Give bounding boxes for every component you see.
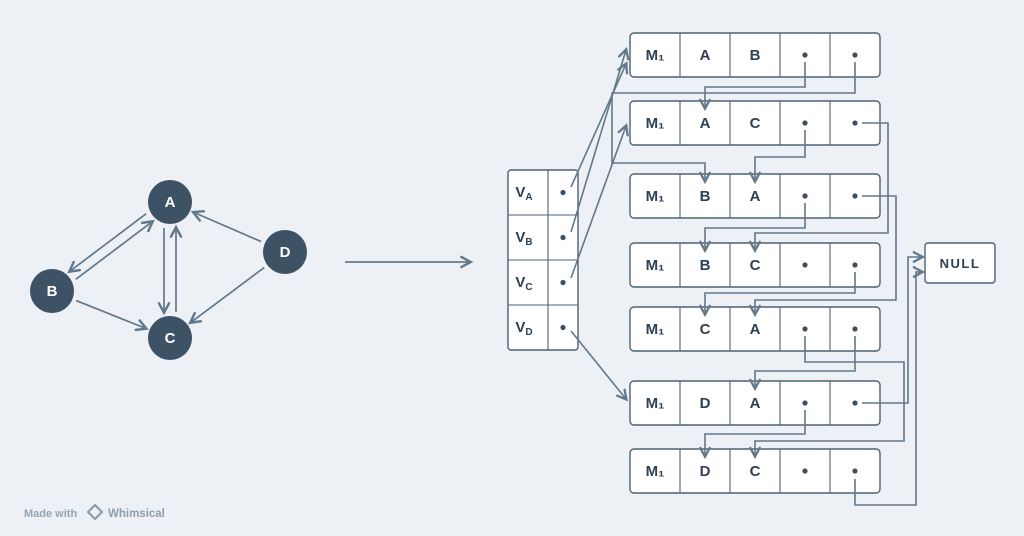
pointer-arrow-r3p1-r4 [699, 203, 806, 254]
edge-node-label: M₁ [646, 395, 665, 412]
edge-node-v1: D [700, 395, 711, 412]
edge-node-v1: B [700, 188, 711, 205]
chain-pointer-arrows [611, 62, 926, 506]
edge-node-label: M₁ [646, 321, 665, 338]
null-label: NULL [940, 256, 981, 271]
pointer-arrow-r2p2-r4 [749, 122, 889, 254]
pointer-dot [560, 324, 566, 331]
graph-node-c-label: C [165, 330, 176, 347]
pointer-dot [852, 326, 858, 332]
watermark-prefix: Made with [24, 508, 77, 520]
pointer-dot [802, 262, 808, 268]
edge-node-label: M₁ [646, 257, 665, 274]
edge-node-row: M₁ A B [629, 32, 881, 78]
pointer-arrow-r6p2-null [862, 251, 926, 404]
vertex-label-vc: VC [515, 274, 532, 293]
edge-node-v2: C [750, 257, 761, 274]
graph-edges [67, 209, 265, 332]
whimsical-logo-icon [86, 503, 104, 521]
graph-node-d-label: D [280, 244, 291, 261]
edge-node-v2: C [750, 115, 761, 132]
pointer-dot [802, 52, 808, 58]
pointer-dot [852, 120, 858, 126]
pointer-arrow-r7p2-null [854, 266, 926, 506]
edge-d-to-a [190, 209, 262, 243]
graph-node-c [148, 316, 192, 360]
edge-node-row: M₁ B A [629, 173, 881, 219]
pointer-dot [560, 189, 566, 196]
graph-nodes: A B C D [30, 180, 307, 360]
pointer-dot [852, 262, 858, 268]
pointer-arrow-vc-row2 [570, 123, 629, 279]
edge-node-v1: B [700, 257, 711, 274]
graph-node-a-label: A [165, 194, 176, 211]
edge-node-label: M₁ [646, 463, 665, 480]
pointer-dot [852, 400, 858, 406]
edge-node-v2: A [750, 395, 761, 412]
edge-b-to-c [75, 299, 149, 332]
pointer-arrow-r3p2-r5 [749, 195, 897, 318]
pointer-arrow-r5p2-r6 [749, 336, 856, 392]
pointer-arrow-r1p2-r3 [611, 62, 856, 185]
pointer-dot [802, 326, 808, 332]
edge-node-v2: A [750, 321, 761, 338]
edge-node-label: M₁ [646, 188, 665, 205]
pointer-dot [852, 193, 858, 199]
graph-node-b [30, 269, 74, 313]
pointer-dot [852, 52, 858, 58]
watermark: Made with Whimsical [24, 503, 165, 521]
edge-node-v1: D [700, 463, 711, 480]
graph-node-b-label: B [47, 283, 58, 300]
graph-node-d [263, 230, 307, 274]
vertex-table-dividers [508, 170, 578, 350]
edge-node-v1: A [700, 47, 711, 64]
pointer-arrow-r2p1-r3 [749, 130, 806, 185]
edge-node-row: M₁ A C [629, 100, 881, 146]
edge-node-v2: B [750, 47, 761, 64]
edge-node-label: M₁ [646, 115, 665, 132]
pointer-arrow-vb-row1 [570, 47, 630, 233]
edge-node-v2: C [750, 463, 761, 480]
pointer-arrow-r4p2-r5 [699, 272, 856, 318]
pointer-dot [560, 234, 566, 241]
pointer-arrow-vd-row6 [570, 330, 628, 402]
pointer-dot [852, 468, 858, 474]
pointer-dot [802, 193, 808, 199]
pointer-dot [802, 400, 808, 406]
graph-node-a [148, 180, 192, 224]
edge-node-v2: A [750, 188, 761, 205]
null-box: NULL [924, 242, 996, 284]
vertex-table: VA VB VC VD [507, 169, 579, 351]
edge-node-rows: M₁ A B M₁ A C M₁ B A [629, 32, 881, 494]
pointer-arrow-r6p1-r7 [699, 410, 806, 460]
pointer-dot [560, 279, 566, 286]
watermark-brand: Whimsical [108, 508, 165, 520]
edge-node-row: M₁ C A [629, 306, 881, 352]
edge-node-v1: A [700, 115, 711, 132]
pointer-arrow-va-row1 [570, 61, 629, 188]
pointer-dot [802, 120, 808, 126]
vertex-label-va: VA [515, 184, 532, 203]
edge-node-label: M₁ [646, 47, 665, 64]
edge-b-to-a [75, 219, 155, 280]
edge-d-to-c [188, 266, 265, 325]
vertex-label-vd: VD [515, 319, 532, 338]
edge-node-v1: C [700, 321, 711, 338]
vertex-pointer-arrows [570, 47, 630, 402]
pointer-arrow-r1p1-r2 [699, 62, 806, 112]
edge-a-to-b [67, 213, 147, 274]
vertex-label-vb: VB [515, 229, 532, 248]
pointer-arrow-r5p1-r7 [749, 336, 905, 460]
pointer-dot [802, 468, 808, 474]
